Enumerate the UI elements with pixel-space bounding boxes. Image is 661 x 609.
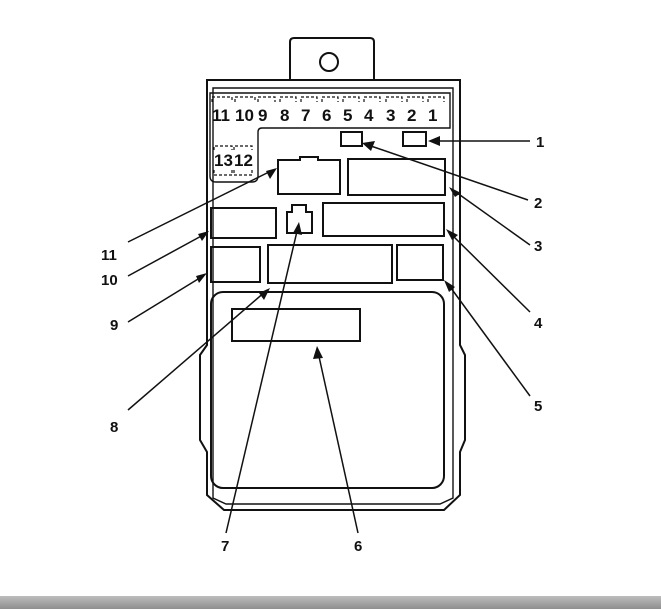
fuse-slot-label: 1: [428, 106, 437, 125]
fuse-slot-label: 4: [364, 106, 374, 125]
callout-1: 1: [536, 134, 544, 151]
fuse-slot-label: 8: [280, 106, 289, 125]
fuse-slot-label: 11: [212, 106, 230, 125]
relay-component-4: [322, 202, 445, 237]
fuse-slot-label: 2: [407, 106, 416, 125]
fuse-slot-label: 12: [234, 151, 253, 170]
mounting-tab: [289, 37, 375, 80]
callout-9: 9: [110, 317, 118, 334]
callout-4: 4: [534, 315, 543, 332]
connector-slot-6: [231, 308, 361, 342]
fuse-row-top: 11 10 9 8 7 6 5 4 3 2 1: [212, 106, 437, 125]
small-fuse-component-1: [402, 131, 427, 147]
fuse-slot-label: 13: [214, 151, 233, 170]
callout-10: 10: [101, 272, 118, 289]
bottom-gray-band: [0, 596, 661, 609]
fuse-slot-label: 5: [343, 106, 352, 125]
relay-component-5: [396, 244, 444, 281]
fuse-slot-label: 7: [301, 106, 310, 125]
callout-3: 3: [534, 238, 542, 255]
callout-5: 5: [534, 398, 542, 415]
callout-8: 8: [110, 419, 118, 436]
callout-2: 2: [534, 195, 542, 212]
relay-component-11: [277, 156, 341, 195]
mounting-hole: [319, 52, 339, 72]
leader-lines: [127, 140, 531, 534]
small-fuse-component-2: [340, 131, 363, 147]
fuse-slot-label: 10: [235, 106, 254, 125]
fuse-slot-label: 9: [258, 106, 267, 125]
callout-6: 6: [354, 538, 362, 555]
lower-panel-6: [210, 291, 445, 489]
callout-11: 11: [101, 247, 117, 264]
fuse-slot-label: 6: [322, 106, 331, 125]
fuse-block-outline: [209, 92, 451, 183]
arrowheads: [196, 136, 461, 359]
fuse-row-bottom-left: 13 12: [213, 145, 253, 176]
housing-inner-outline: [212, 87, 454, 505]
relay-component-3: [347, 158, 446, 196]
relay-component-9: [210, 246, 261, 283]
relay-component-8: [267, 244, 393, 284]
callout-7: 7: [221, 538, 229, 555]
relay-component-10: [210, 207, 277, 239]
fuse-box-housing: [199, 79, 466, 511]
fuse-brackets-top: [211, 96, 445, 102]
fuse-slot-label: 3: [386, 106, 395, 125]
